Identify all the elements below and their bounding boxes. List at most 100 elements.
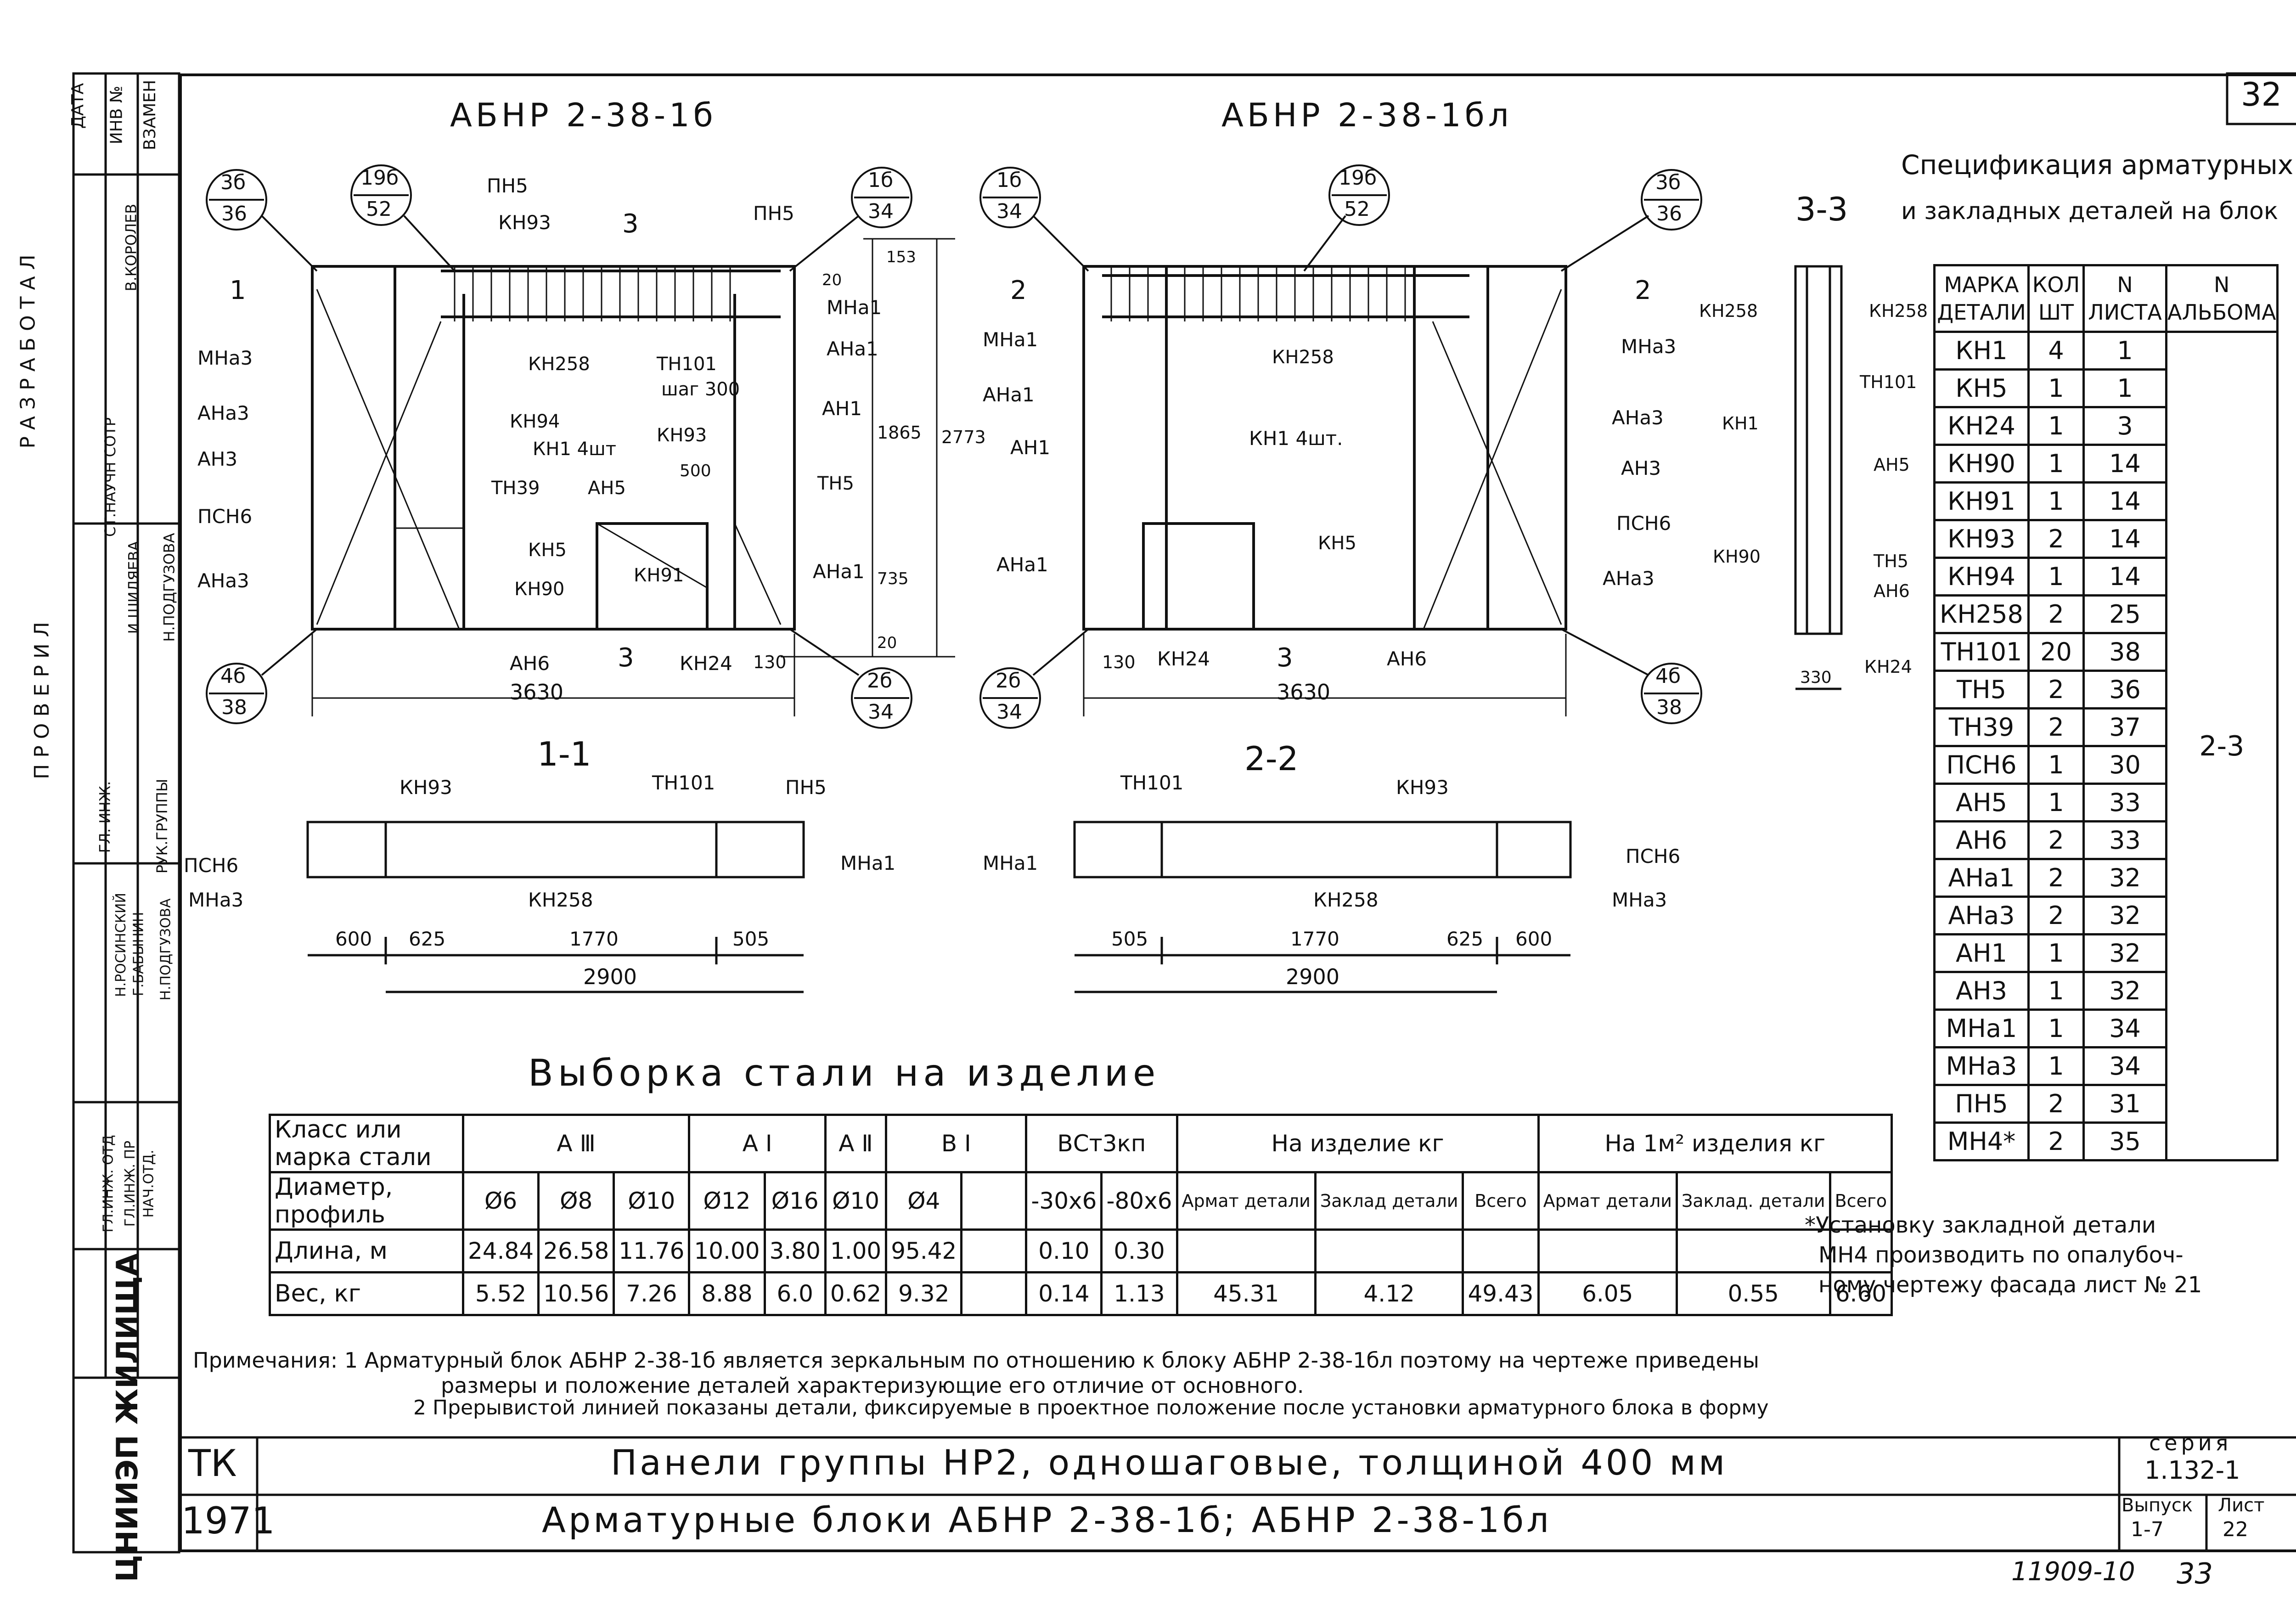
bubble-r2-top: 19б — [1339, 166, 1377, 190]
steel-weight-cell: 5.52 — [461, 1271, 540, 1316]
label-l-kn93-b: КН93 — [657, 425, 707, 446]
steel-weight-label: Вес, кг — [269, 1271, 464, 1316]
spec-cell-qty: 20 — [2027, 632, 2085, 672]
elevation-left-frame — [311, 265, 796, 631]
steel-length-empty — [1462, 1228, 1540, 1273]
spec-cell-mark: АН5 — [1933, 783, 2030, 822]
dim-s22-505: 505 — [1111, 928, 1148, 950]
spec-cell-mark: КН5 — [1933, 368, 2030, 408]
steel-weight-cell: 6.0 — [763, 1271, 827, 1316]
title-sheet-label: Лист — [2218, 1495, 2265, 1516]
title-tk: ТК — [188, 1442, 237, 1485]
spec-cell-sheet: 33 — [2082, 783, 2167, 822]
spec-cell-mark: ТН5 — [1933, 670, 2030, 710]
bubble-l1-bottom: 36 — [221, 202, 247, 225]
dim-l-1865: 1865 — [877, 422, 922, 443]
spec-cell-qty: 1 — [2027, 368, 2085, 408]
steel-per-item: На изделие кг — [1176, 1114, 1540, 1173]
steel-length-cell: 3.80 — [763, 1228, 827, 1273]
label-r-kn5: КН5 — [1318, 533, 1356, 554]
spec-cell-sheet: 32 — [2082, 933, 2167, 973]
steel-title: Выборка стали на изделие — [528, 1052, 1160, 1094]
spec-cell-qty: 1 — [2027, 557, 2085, 597]
label-s11-kn258: КН258 — [528, 889, 593, 911]
label-r-an6: АН6 — [1387, 648, 1427, 670]
dim-l-20b: 20 — [877, 634, 897, 652]
elevation-right-frame — [1082, 265, 1567, 631]
spec-cell-qty: 1 — [2027, 971, 2085, 1011]
bottom-code: 11909-10 — [2011, 1557, 2135, 1587]
spec-cell-sheet: 3 — [2082, 406, 2167, 446]
bubble-l2-bottom: 52 — [366, 197, 392, 221]
spec-cell-sheet: 34 — [2082, 1046, 2167, 1086]
note-line-3: 2 Прерывистой линией показаны детали, фи… — [413, 1396, 1769, 1419]
label-l-kn24: КН24 — [680, 652, 732, 675]
title-section-33: 3-3 — [1795, 191, 1848, 228]
strip-checked: П Р О В Е Р И Л — [30, 622, 54, 779]
strip-role-4: ГЛ.ИНЖ. ПР — [122, 1140, 139, 1227]
elevation-left-bars — [316, 266, 782, 630]
strip-role-1: СТ.НАУЧН СОТР — [101, 417, 119, 537]
strip-developed: Р А З Р А Б О Т А Л — [16, 254, 40, 449]
steel-length-label: Длина, м — [269, 1228, 464, 1273]
title-issue: 1-7 — [2131, 1518, 2164, 1541]
steel-length-cell — [960, 1228, 1028, 1273]
label-r-ana1-a: АНа1 — [983, 383, 1035, 406]
label-l-kn258: КН258 — [528, 354, 590, 375]
note-line-2: размеры и положение деталей характеризую… — [441, 1373, 1304, 1398]
steel-class-a1: А Ⅰ — [688, 1114, 827, 1173]
elevation-right-dims — [1083, 634, 1567, 716]
spec-cell-mark: КН93 — [1933, 519, 2030, 559]
spec-cell-qty: 4 — [2027, 331, 2085, 371]
steel-length-empty — [1314, 1228, 1464, 1273]
label-r-ana3-a: АНа3 — [1612, 406, 1664, 429]
spec-cell-mark: МНа1 — [1933, 1008, 2030, 1048]
bubble-r4-bottom: 34 — [996, 700, 1022, 724]
steel-weight-cell: 7.26 — [613, 1271, 691, 1316]
label-r-an3: АН3 — [1621, 457, 1661, 479]
note-line-1: Примечания: 1 Арматурный блок АБНР 2-38-… — [193, 1348, 1759, 1373]
title-issue-label: Выпуск — [2122, 1495, 2193, 1516]
spec-cell-sheet: 34 — [2082, 1008, 2167, 1048]
label-l-kn90: КН90 — [514, 579, 565, 600]
spec-cell-mark: АН1 — [1933, 933, 2030, 973]
steel-diameter-cell: Ø4 — [885, 1171, 963, 1231]
steel-diameter-cell: Ø6 — [461, 1171, 540, 1231]
steel-total-cell: 45.31 — [1176, 1271, 1317, 1316]
bottom-page: 33 — [2177, 1557, 2213, 1590]
steel-diameter-cell: -80х6 — [1100, 1171, 1178, 1231]
strip-header-inv: ИНВ № — [107, 85, 126, 145]
steel-subcol-header: Армат детали — [1176, 1171, 1317, 1231]
label-s11-tn101: ТН101 — [652, 772, 715, 794]
bubble-l3-bottom: 34 — [868, 200, 894, 223]
label-r-an1: АН1 — [1010, 436, 1051, 459]
strip-header-replace: ВЗАМЕН — [141, 79, 160, 151]
spec-cell-mark: АН6 — [1933, 820, 2030, 860]
spec-cell-qty: 1 — [2027, 1008, 2085, 1048]
spec-cell-sheet: 38 — [2082, 632, 2167, 672]
dim-s11-600: 600 — [335, 928, 372, 950]
spec-cell-sheet: 1 — [2082, 368, 2167, 408]
label-s11-psn6: ПСН6 — [184, 854, 239, 877]
title-line-1: Панели группы НР2, одношаговые, толщиной… — [611, 1442, 1728, 1483]
steel-total-cell: 0.55 — [1675, 1271, 1831, 1316]
steel-length-cell: 26.58 — [537, 1228, 615, 1273]
spec-header-qty: КОЛ ШТ — [2027, 264, 2085, 333]
steel-diameter-cell: Ø10 — [824, 1171, 888, 1231]
steel-length-cell: 0.10 — [1025, 1228, 1103, 1273]
steel-total-cell: 49.43 — [1462, 1271, 1540, 1316]
dim-l-130: 130 — [753, 652, 787, 672]
label-s33-kn258-b: КН258 — [1869, 301, 1928, 321]
section-mark-l-3b: 3 — [618, 643, 634, 673]
spec-cell-sheet: 32 — [2082, 858, 2167, 898]
label-l-kn93-a: КН93 — [498, 211, 551, 234]
label-r-psn6: ПСН6 — [1616, 512, 1671, 535]
dim-r-3630: 3630 — [1277, 680, 1331, 704]
dim-s11-505: 505 — [732, 928, 770, 950]
strip-name-4: Н.РОСИНСКИЙ — [113, 893, 129, 997]
